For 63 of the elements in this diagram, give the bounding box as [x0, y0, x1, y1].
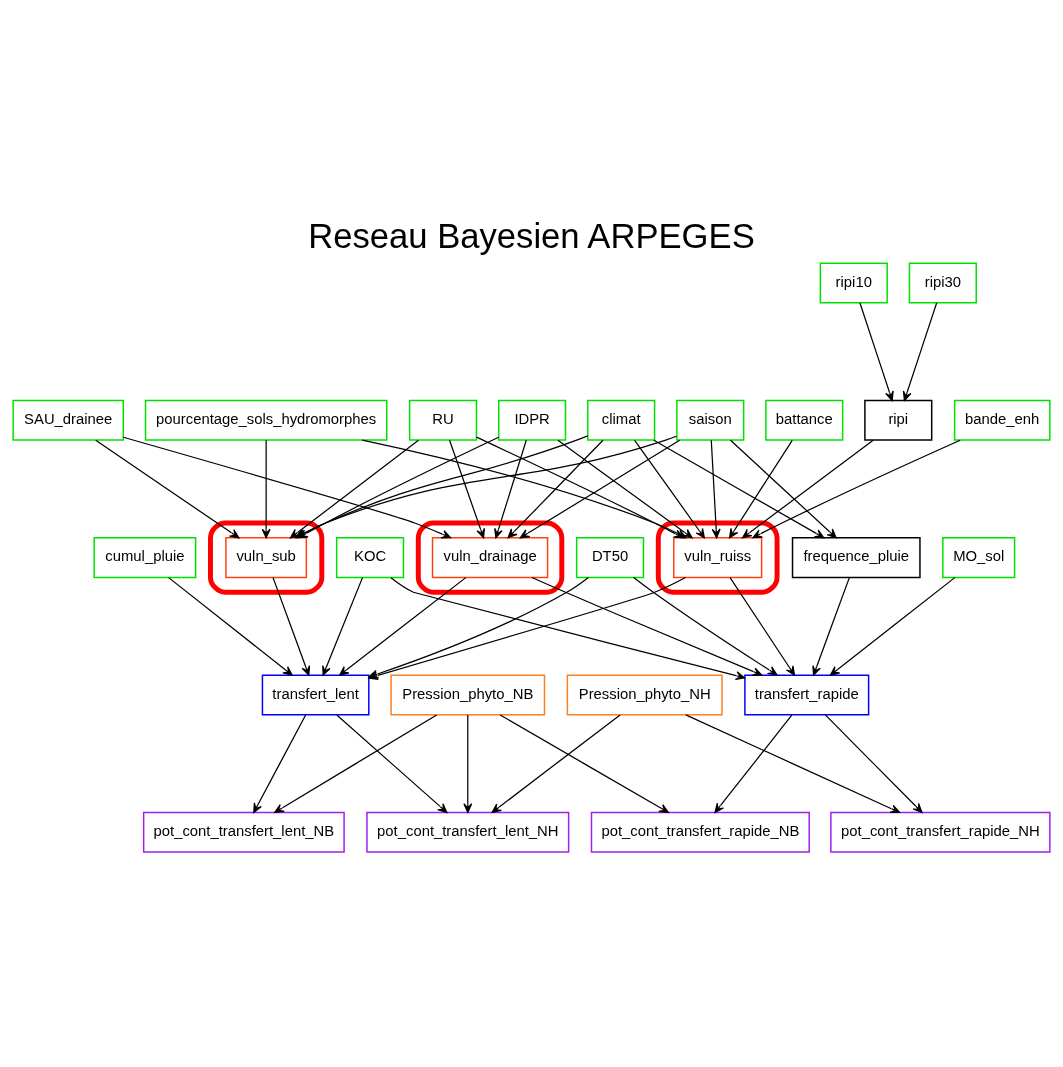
node-box: DT50	[575, 537, 645, 579]
node-box: transfert_lent	[261, 674, 370, 716]
cluster	[415, 520, 565, 595]
arrow	[714, 714, 793, 814]
arrow	[168, 577, 293, 676]
node-box: vuln_ruiss	[673, 537, 763, 579]
arrow	[812, 577, 850, 676]
node-box: transfert_rapide	[744, 674, 870, 716]
node-box: battance	[765, 399, 844, 441]
node-box: ripi10	[819, 262, 888, 304]
arrow	[499, 714, 669, 814]
arrow	[253, 714, 307, 814]
node-box: vuln_drainage	[431, 537, 549, 579]
arrow	[685, 714, 901, 814]
arrow	[824, 714, 923, 814]
arrow	[339, 577, 467, 676]
node-box: MO_sol	[942, 537, 1016, 579]
node-box: pot_cont_transfert_rapide_NB	[590, 811, 810, 853]
node-box: frequence_pluie	[791, 537, 921, 579]
node-box: pot_cont_transfert_lent_NB	[142, 811, 345, 853]
diagram-title: Reseau Bayesien ARPEGES	[308, 216, 755, 255]
arrow	[710, 439, 721, 539]
arrow	[95, 439, 240, 539]
node-box: bande_enh	[953, 399, 1051, 441]
arrow	[752, 439, 961, 539]
node-box: ripi	[864, 399, 933, 441]
cluster	[655, 520, 780, 595]
node-box: Pression_phyto_NH	[566, 674, 723, 716]
arrow	[322, 577, 364, 676]
node-box: KOC	[335, 537, 405, 579]
arrow	[475, 436, 684, 539]
arrow	[729, 439, 793, 539]
node-box: SAU_drainee	[12, 399, 124, 441]
arrow	[336, 714, 448, 814]
cluster	[208, 520, 325, 595]
arrow	[272, 577, 311, 676]
arrow	[494, 439, 527, 539]
arrow	[448, 439, 485, 539]
node-box: cumul_pluie	[93, 537, 197, 579]
node-box: pourcentage_sols_hydromorphes	[144, 399, 388, 441]
node-box: saison	[676, 399, 745, 441]
node-box: pot_cont_transfert_rapide_NH	[830, 811, 1051, 853]
arrow	[902, 302, 938, 402]
arrow	[390, 577, 746, 681]
node-box: Pression_phyto_NB	[390, 674, 546, 716]
node-box: climat	[587, 399, 656, 441]
arrow	[729, 577, 796, 676]
arrow	[859, 302, 894, 402]
node-box: RU	[408, 399, 478, 441]
arrow	[463, 714, 473, 814]
node-box: pot_cont_transfert_lent_NH	[366, 811, 570, 853]
arrow	[741, 439, 874, 539]
arrow	[519, 439, 681, 539]
node-box: ripi30	[908, 262, 977, 304]
arrow	[507, 439, 604, 539]
node-box: vuln_sub	[225, 537, 308, 579]
node-box: IDPR	[498, 399, 567, 441]
arrow	[633, 576, 778, 676]
arrow	[729, 439, 837, 539]
arrow	[491, 714, 621, 814]
arrow	[274, 714, 438, 814]
arrow	[829, 577, 956, 676]
arrow	[261, 439, 271, 539]
